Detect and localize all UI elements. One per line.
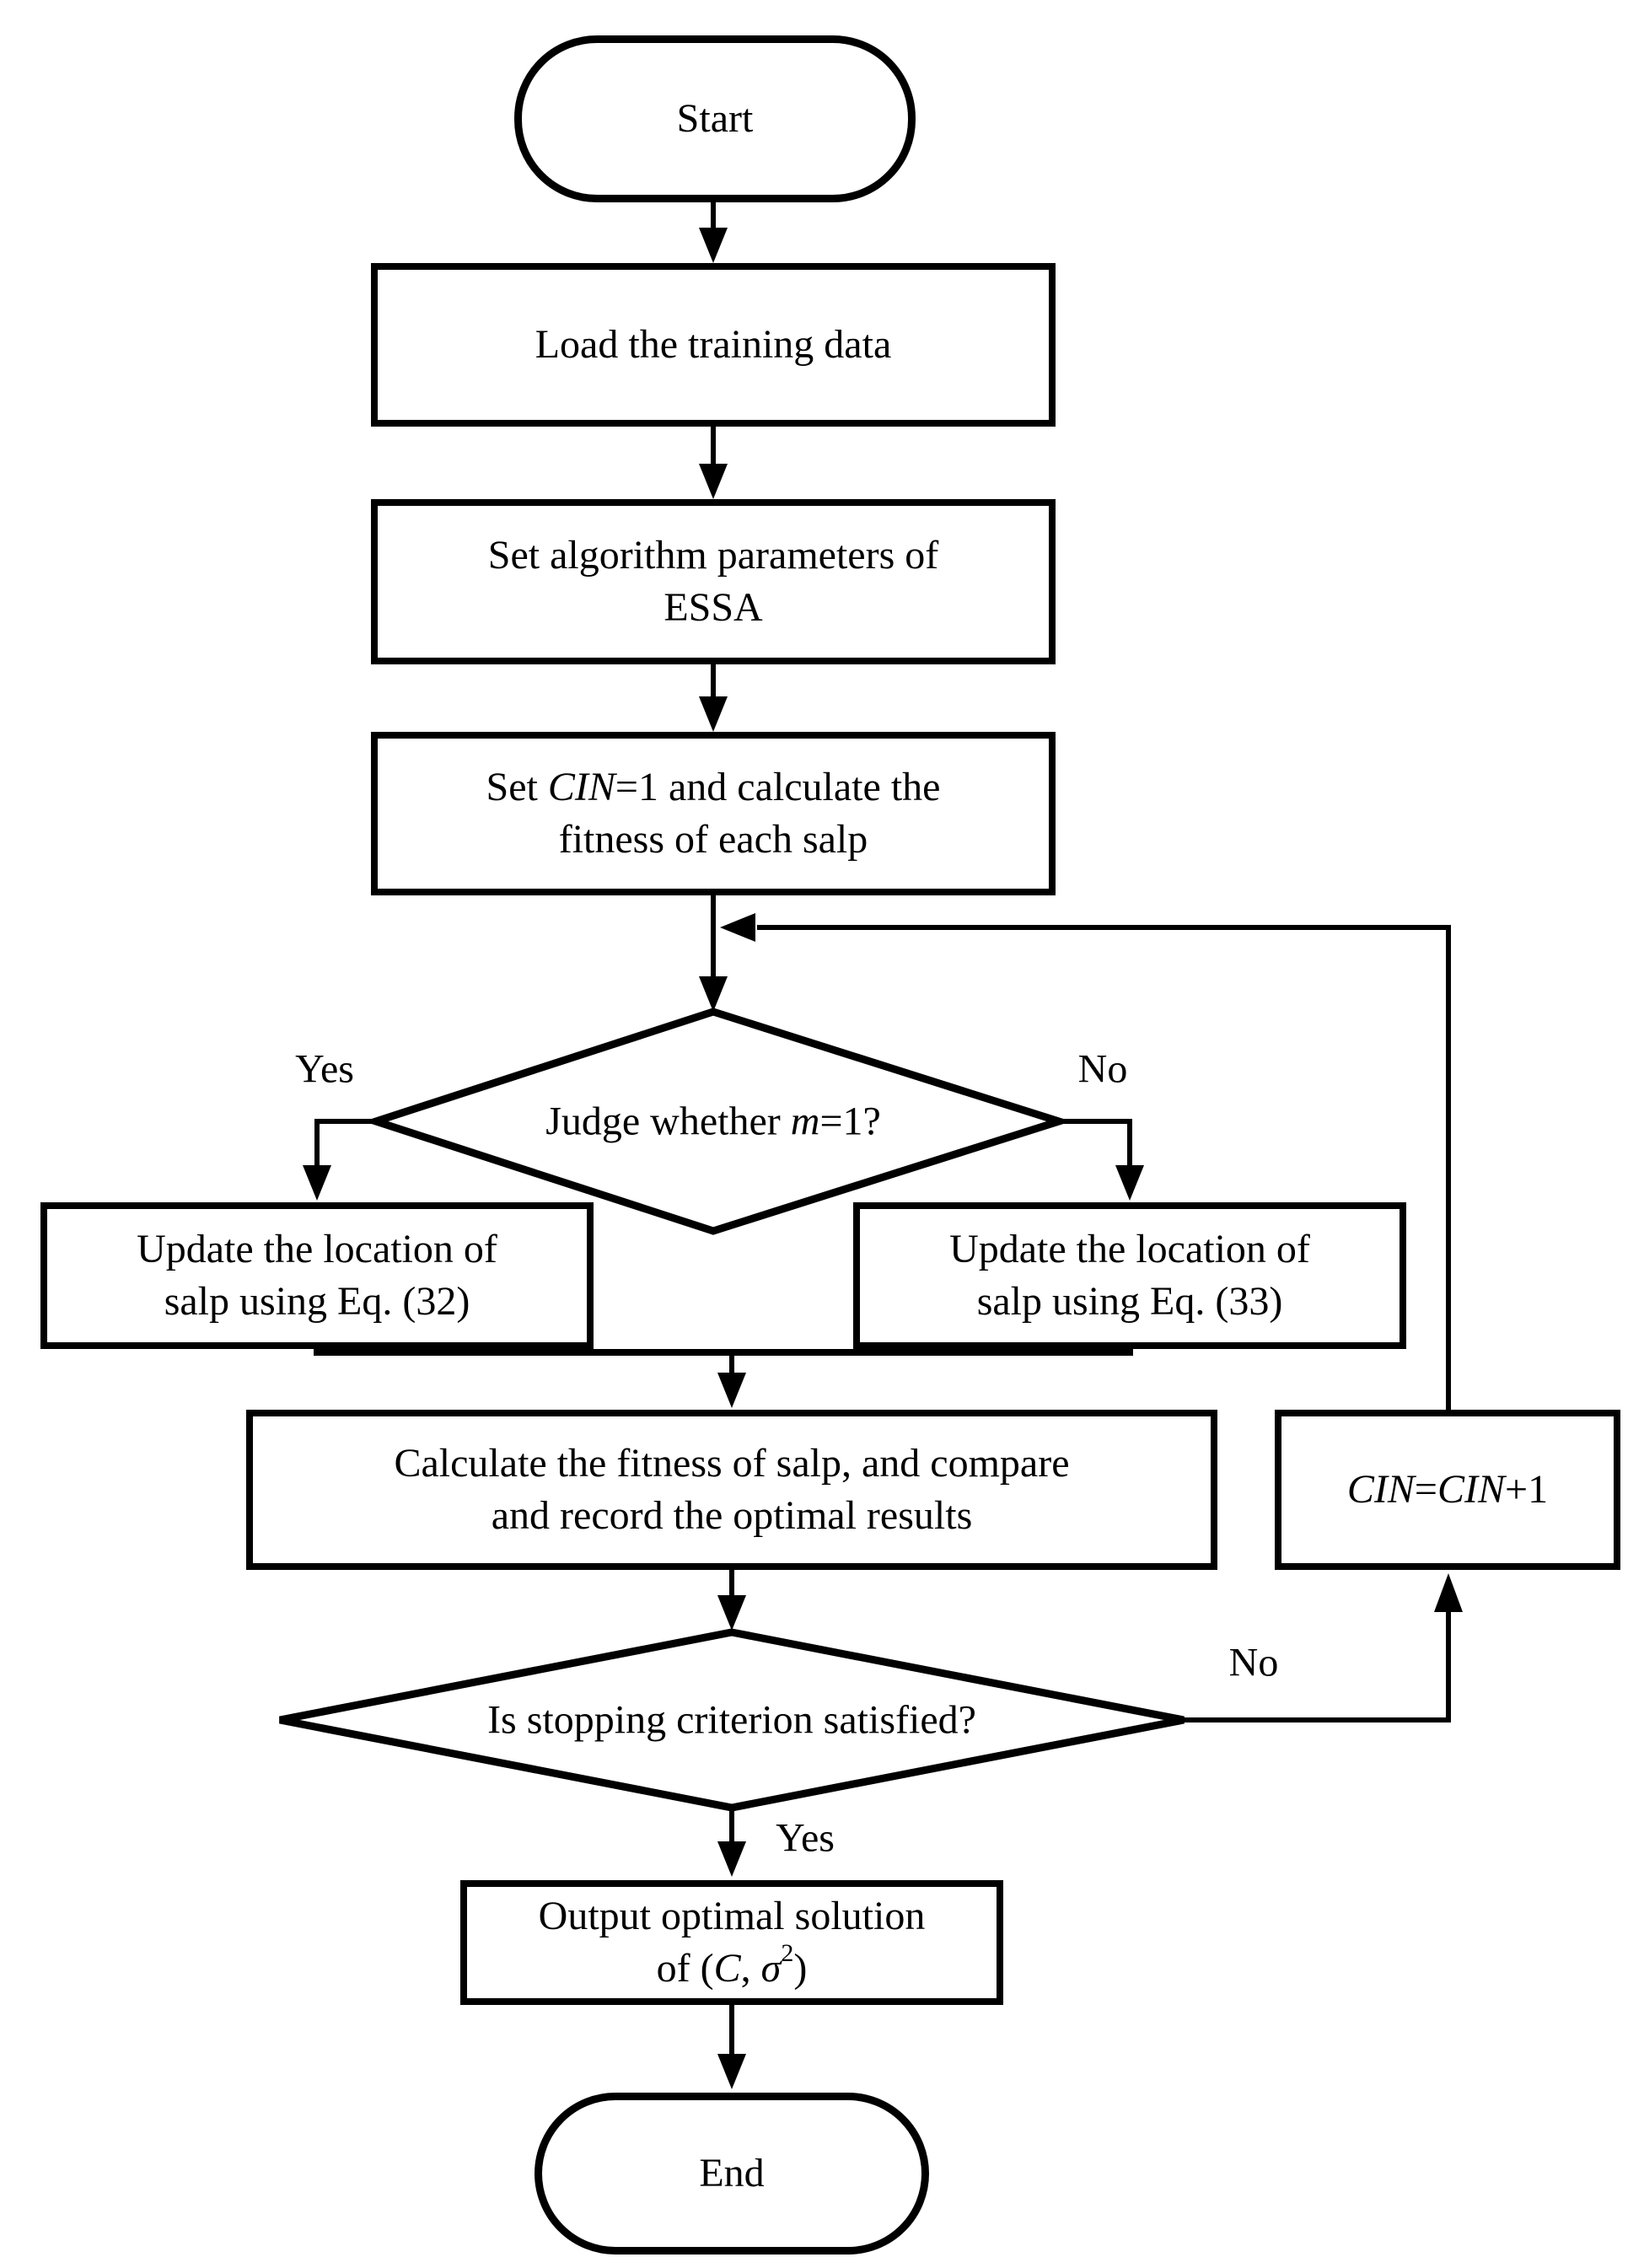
arrowhead-down-icon [717, 2054, 746, 2089]
arrowhead-down-icon [717, 1595, 746, 1631]
loopback-connector [757, 925, 1451, 1410]
node-label-line2: salp using Eq. (33) [976, 1279, 1283, 1324]
arrowhead-down-icon [699, 976, 728, 1012]
arrowhead-left-icon [720, 913, 755, 942]
node-label-line1: Output optimal solution [538, 1893, 926, 1938]
diamond-stop-check-shape [279, 1628, 1185, 1812]
node-label: CIN=CIN+1 [1346, 1466, 1549, 1512]
node-label-line2: and record the optimal results [491, 1493, 973, 1538]
node-label-line2: fitness of each salp [558, 817, 868, 862]
arrowhead-down-icon [699, 696, 728, 732]
node-label: Start [676, 95, 754, 141]
arrowhead-up-icon [1434, 1573, 1463, 1612]
decision-judge-m-label: Judge whether m=1? [545, 1099, 881, 1144]
node-update-eq33: Update the location of salp using Eq. (3… [853, 1202, 1406, 1349]
node-label-line2: salp using Eq. (32) [164, 1279, 470, 1324]
variable-sigma: σ [760, 1946, 782, 1991]
arrowhead-down-icon [717, 1373, 746, 1408]
node-load-data: Load the training data [371, 263, 1056, 427]
node-set-params: Set algorithm parameters of ESSA [371, 499, 1056, 664]
node-start: Start [514, 35, 916, 202]
variable-m: m [790, 1099, 820, 1144]
variable-cin: CIN [1437, 1466, 1506, 1512]
node-init-cin: Set CIN=1 and calculate the fitness of e… [371, 732, 1056, 895]
node-calc-fitness: Calculate the fitness of salp, and compa… [246, 1410, 1217, 1570]
edge-label-no-judge: No [1077, 1046, 1128, 1092]
variable-cin: CIN [547, 764, 615, 809]
node-output-solution: Output optimal solution of (C, σ2) [460, 1880, 1003, 2005]
node-label-line1: Set CIN=1 and calculate the [486, 764, 941, 809]
arrowhead-down-icon [699, 464, 728, 499]
node-label-line1: Update the location of [949, 1226, 1310, 1271]
decision-stop-check-label: Is stopping criterion satisfied? [487, 1697, 976, 1743]
node-label-line2: ESSA [664, 585, 763, 630]
arrowhead-down-icon [303, 1165, 331, 1201]
node-update-eq32: Update the location of salp using Eq. (3… [40, 1202, 594, 1349]
node-label-line2: of (C, σ2) [656, 1939, 808, 1991]
superscript-2: 2 [781, 1939, 794, 1967]
no-loop-connector [1184, 1610, 1451, 1722]
node-label-line1: Calculate the fitness of salp, and compa… [394, 1440, 1070, 1486]
node-end: End [535, 2093, 929, 2255]
edge-label-yes-judge: Yes [295, 1046, 354, 1092]
node-label: Load the training data [535, 321, 892, 367]
variable-cin: CIN [1346, 1466, 1415, 1512]
no-branch-connector [1059, 1119, 1132, 1165]
node-increment-cin: CIN=CIN+1 [1275, 1410, 1620, 1570]
arrowhead-down-icon [717, 1841, 746, 1877]
node-label: End [699, 2150, 765, 2195]
arrowhead-down-icon [699, 228, 728, 263]
diamond-judge-m-shape [363, 1008, 1072, 1235]
edge-label-no-stop: No [1228, 1640, 1279, 1685]
node-label-line1: Set algorithm parameters of [487, 532, 939, 578]
yes-branch-connector [314, 1119, 376, 1165]
variable-c: C [713, 1946, 741, 1991]
edge-label-yes-stop: Yes [776, 1815, 835, 1861]
node-label-line1: Update the location of [137, 1226, 497, 1271]
arrowhead-down-icon [1115, 1165, 1144, 1201]
merge-connector [314, 1346, 1133, 1374]
